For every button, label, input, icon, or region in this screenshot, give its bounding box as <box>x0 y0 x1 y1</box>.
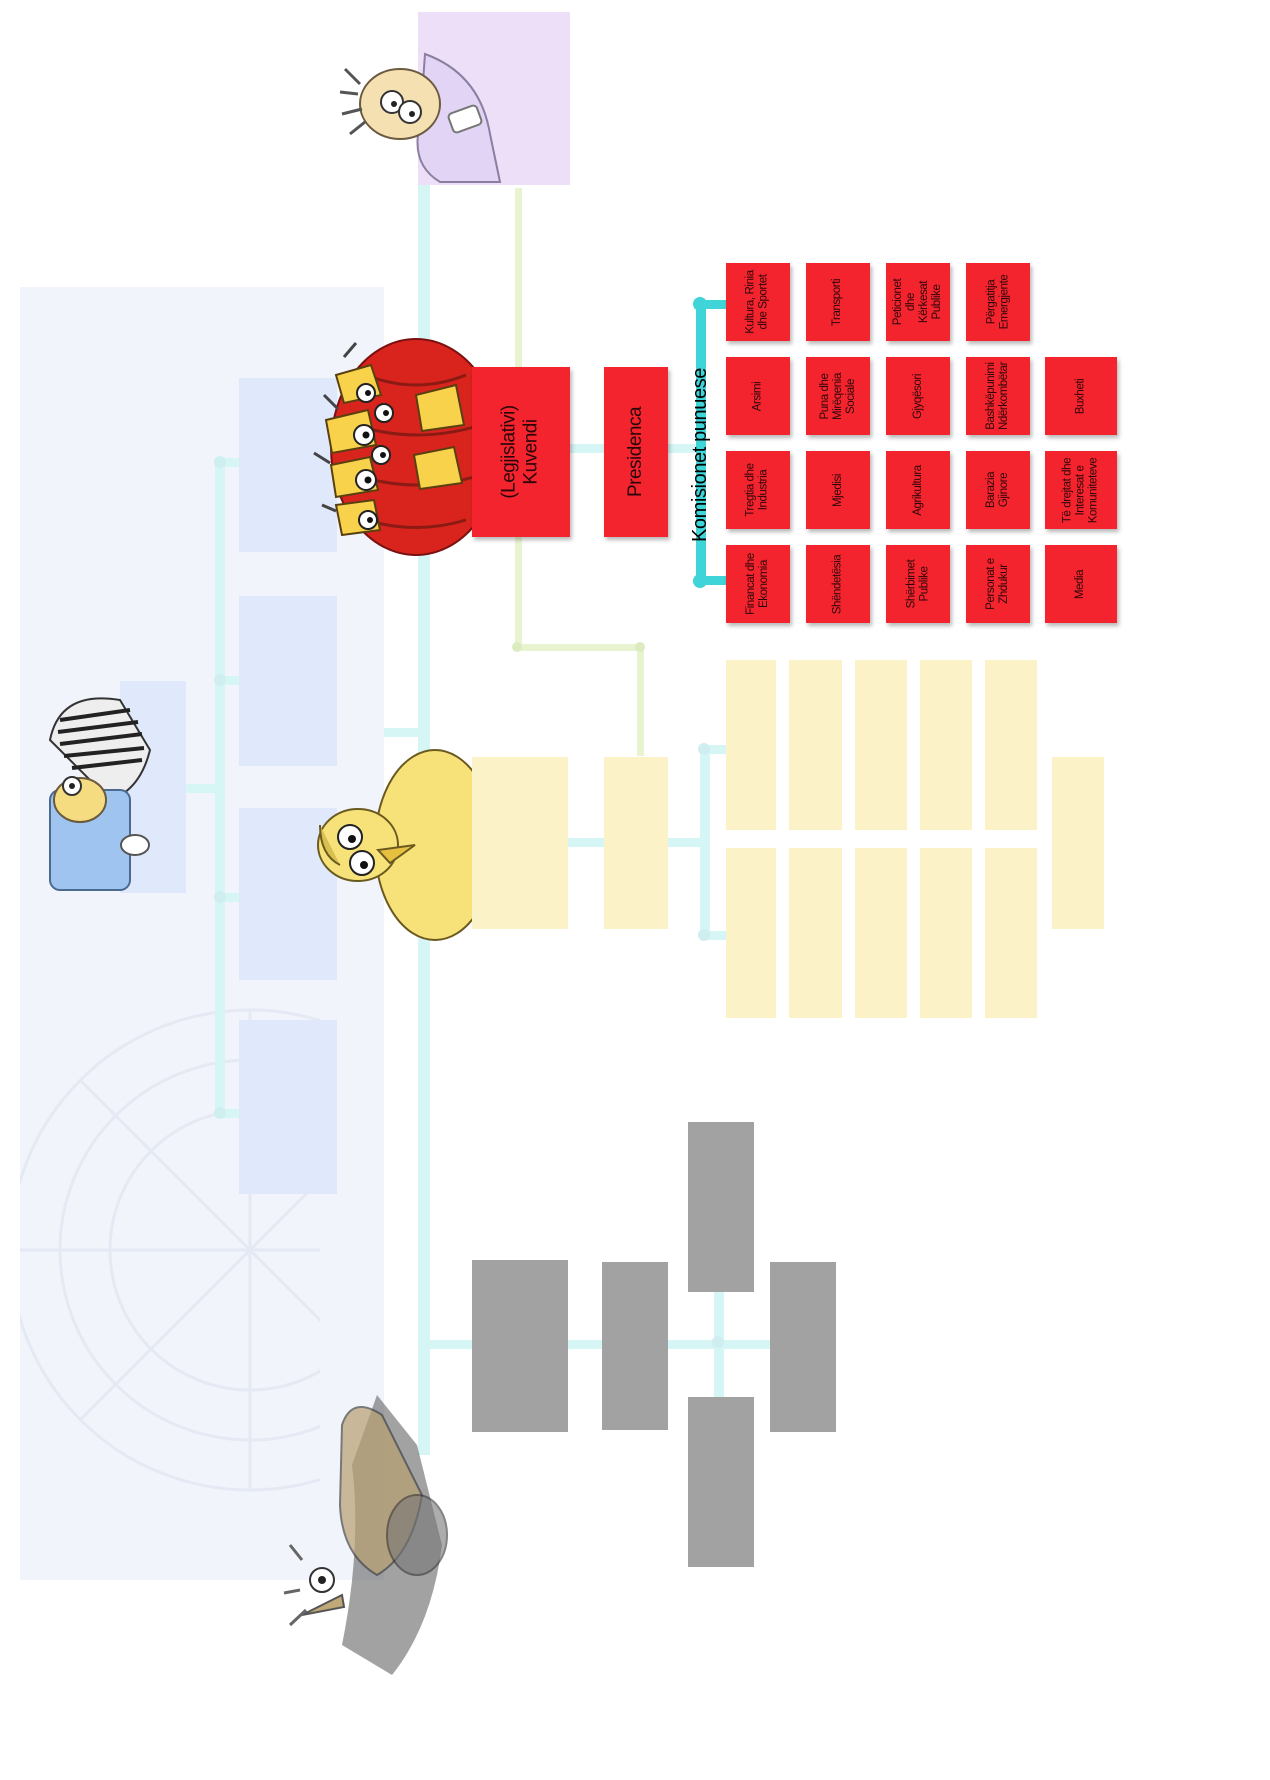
connector-green-horizontal <box>515 644 643 651</box>
yellow-box <box>920 660 972 830</box>
connector-node <box>698 929 710 941</box>
yellow-box <box>985 848 1037 1018</box>
committee-label: Shëndetësia <box>831 554 844 614</box>
grey-box-second <box>602 1262 668 1430</box>
committee-arsimi[interactable]: Arsimi <box>726 357 790 435</box>
connector-node <box>214 1107 226 1119</box>
blue-box-2 <box>239 596 337 766</box>
committee-label: Personat e Zhdukur <box>985 558 1011 610</box>
connector-node <box>214 891 226 903</box>
presidenca-label: Presidenca <box>625 407 647 497</box>
committee-personat[interactable]: Personat e Zhdukur <box>966 545 1030 623</box>
committee-te-drejtat[interactable]: Të drejtat dhe Interesat e Komuniteteve <box>1045 451 1117 529</box>
committee-peticionet[interactable]: Peticionet dhe Kërkesat Publike <box>886 263 950 341</box>
committee-label: Shërbimet Publike <box>905 560 931 609</box>
committee-label: Arsimi <box>751 381 764 411</box>
connector-node <box>698 743 710 755</box>
yellow-box <box>855 660 907 830</box>
connector-node <box>693 574 707 588</box>
committee-label: Transporti <box>832 278 845 325</box>
connector-presidenca <box>568 444 604 453</box>
grey-character-icon <box>282 1385 482 1715</box>
committee-kultura[interactable]: Kultura, Rinia dhe Sportet <box>726 263 790 341</box>
yellow-box <box>985 660 1037 830</box>
grey-box-top <box>688 1122 754 1292</box>
connector-blue-main <box>384 728 420 737</box>
connector-yellow-3 <box>668 838 702 847</box>
committee-label: Gjyqësori <box>911 374 924 419</box>
yellow-box <box>726 660 776 830</box>
connector-green-down <box>637 644 644 756</box>
committee-label: Tregtia dhe Industria <box>745 463 771 516</box>
connector-grey-2 <box>568 1340 604 1349</box>
committee-label: Mjedisi <box>832 474 845 507</box>
blue-box-4 <box>239 1020 337 1194</box>
connector-blue-left <box>183 784 218 793</box>
committee-mjedisi[interactable]: Mjedisi <box>806 451 870 529</box>
professor-icon <box>330 14 520 184</box>
committee-label: Përgatitja Emergjente <box>985 275 1011 330</box>
reading-man-icon <box>20 660 180 900</box>
yellow-box <box>855 848 907 1018</box>
committee-financat[interactable]: Financat dhe Ekonomia <box>726 545 790 623</box>
presidenca-box[interactable]: Presidenca <box>604 367 668 537</box>
committee-label: Kultura, Rinia dhe Sportet <box>745 270 771 333</box>
committee-sherbimet[interactable]: Shërbimet Publike <box>886 545 950 623</box>
kuvendi-label: (Legjislativi) Kuvendi <box>499 405 543 498</box>
committee-puna[interactable]: Puna dhe Mirëqenia Sociale <box>806 357 870 435</box>
yellow-box <box>920 848 972 1018</box>
assembly-crowd-icon <box>296 335 496 560</box>
committee-label: Media <box>1074 569 1087 598</box>
connector-node <box>214 456 226 468</box>
yellow-box-second <box>604 757 668 929</box>
connector-grey-1 <box>428 1340 472 1349</box>
kuvendi-box[interactable]: (Legjislativi) Kuvendi <box>472 367 570 537</box>
committee-barazia[interactable]: Barazia Gjinore <box>966 451 1030 529</box>
yellow-box <box>726 848 776 1018</box>
connector-node <box>635 642 645 652</box>
yellow-box <box>789 660 842 830</box>
committee-gjyqesori[interactable]: Gjyqësori <box>886 357 950 435</box>
committee-label: Bashkëpunimi Ndërkombëtar <box>985 362 1011 430</box>
committee-label: Financat dhe Ekonomia <box>745 553 771 615</box>
connector-node <box>512 642 522 652</box>
committee-shendetesia[interactable]: Shëndetësia <box>806 545 870 623</box>
committee-label: Barazia Gjinore <box>985 472 1011 508</box>
committee-label: Peticionet dhe Kërkesat Publike <box>892 270 944 334</box>
committee-bashkepunimi[interactable]: Bashkëpunimi Ndërkombëtar <box>966 357 1030 435</box>
committee-label: Agrikultura <box>911 465 924 516</box>
committee-tregtia[interactable]: Tregtia dhe Industria <box>726 451 790 529</box>
komisionet-title-wrap: Komisionet punuese <box>680 370 720 540</box>
committee-media[interactable]: Media <box>1045 545 1117 623</box>
committee-label: Buxheti <box>1075 378 1088 414</box>
connector-yellow-vertical <box>700 745 710 940</box>
committee-buxheti[interactable]: Buxheti <box>1045 357 1117 435</box>
komisionet-title: Komisionet punuese <box>689 368 711 542</box>
yellow-box-main <box>472 757 568 929</box>
grey-box-right <box>770 1262 836 1432</box>
connector-node <box>693 297 707 311</box>
yellow-box <box>789 848 842 1018</box>
grey-box-bottom <box>688 1397 754 1567</box>
committee-pergatitja[interactable]: Përgatitja Emergjente <box>966 263 1030 341</box>
committee-agrikultura[interactable]: Agrikultura <box>886 451 950 529</box>
committee-label: Puna dhe Mirëqenia Sociale <box>819 373 858 420</box>
yellow-box <box>1052 757 1104 929</box>
connector-yellow-2 <box>568 838 604 847</box>
committee-label: Të drejtat dhe Interesat e Komuniteteve <box>1062 457 1101 523</box>
connector-node <box>214 674 226 686</box>
grey-box-main <box>472 1260 568 1432</box>
connector-node <box>712 1336 724 1348</box>
committee-transporti[interactable]: Transporti <box>806 263 870 341</box>
yellow-character-icon <box>300 745 490 945</box>
